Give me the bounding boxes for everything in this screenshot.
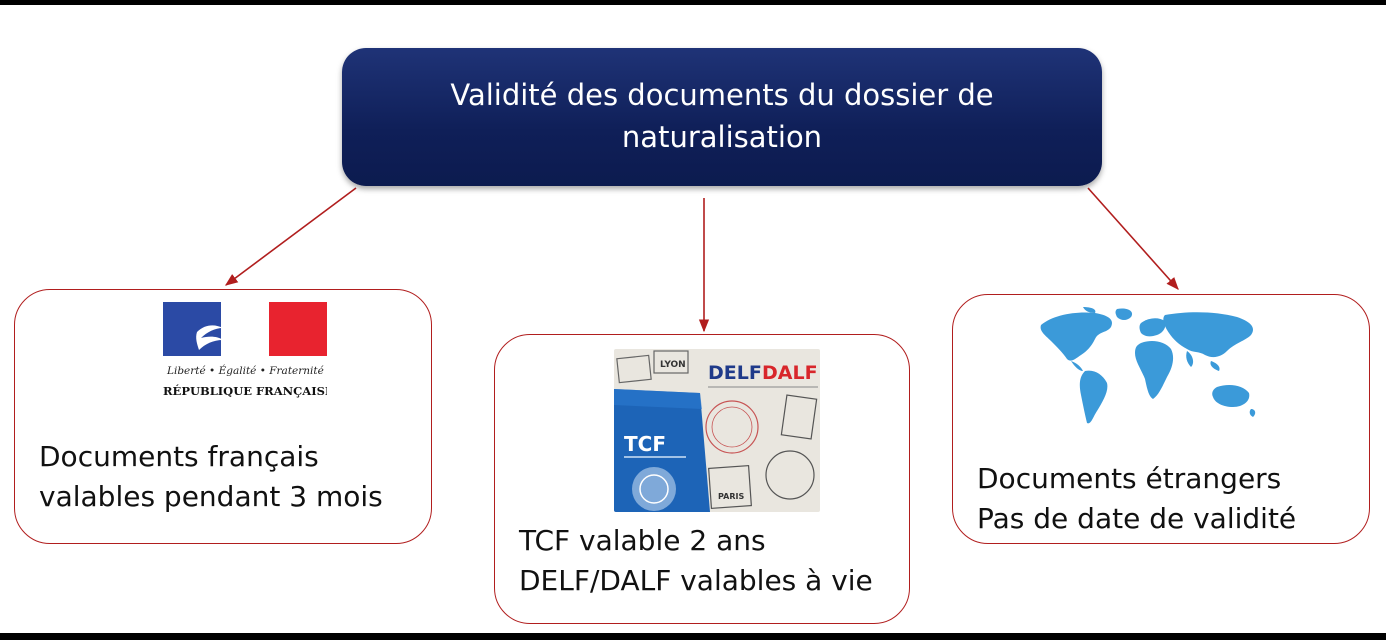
- tcf-delf-dalf-photo: LYON PARIS DELF DALF TCF: [614, 349, 820, 512]
- diagram-title: Validité des documents du dossier de nat…: [442, 74, 1002, 158]
- card-text-francais: Documents français valables pendant 3 mo…: [39, 437, 383, 517]
- arrow-left: [224, 187, 357, 286]
- republique-francaise-logo: Liberté • Égalité • Fraternité RÉPUBLIQU…: [163, 302, 327, 398]
- world-map-icon: [1040, 307, 1256, 424]
- top-rule: [0, 0, 1386, 5]
- card-tcf-delf: LYON PARIS DELF DALF TCF TCF valable 2 a…: [494, 334, 910, 624]
- svg-text:LYON: LYON: [660, 360, 686, 370]
- svg-text:PARIS: PARIS: [718, 492, 744, 501]
- card-text-etrangers: Documents étrangers Pas de date de valid…: [977, 459, 1296, 539]
- svg-text:DELF: DELF: [708, 362, 762, 384]
- card-documents-etrangers: Documents étrangers Pas de date de valid…: [952, 294, 1370, 544]
- title-box: Validité des documents du dossier de nat…: [342, 48, 1102, 186]
- card-line: Documents étrangers: [977, 462, 1282, 495]
- card-line: DELF/DALF valables à vie: [519, 564, 873, 597]
- card-text-tcf-delf: TCF valable 2 ans DELF/DALF valables à v…: [519, 521, 873, 601]
- card-documents-francais: Liberté • Égalité • Fraternité RÉPUBLIQU…: [14, 289, 432, 544]
- card-line: TCF valable 2 ans: [519, 524, 766, 557]
- card-line: Documents français: [39, 440, 319, 473]
- svg-text:RÉPUBLIQUE FRANÇAISE: RÉPUBLIQUE FRANÇAISE: [163, 384, 327, 398]
- title-line-1: Validité des documents du dossier de: [450, 78, 994, 112]
- arrow-right: [1087, 187, 1179, 290]
- svg-text:Liberté • Égalité • Fraternité: Liberté • Égalité • Fraternité: [166, 363, 324, 377]
- bottom-rule: [0, 633, 1386, 640]
- title-line-2: naturalisation: [621, 120, 823, 154]
- card-line: Pas de date de validité: [977, 502, 1297, 535]
- svg-text:DALF: DALF: [762, 362, 818, 384]
- svg-text:TCF: TCF: [624, 432, 666, 456]
- card-line: valables pendant 3 mois: [39, 480, 383, 513]
